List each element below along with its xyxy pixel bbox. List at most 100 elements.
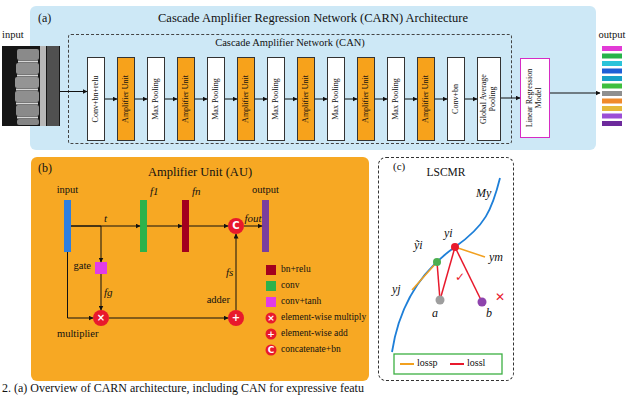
operator-symbol: + [267, 330, 275, 339]
legend-line [400, 363, 414, 365]
feature-bar: f1 [140, 200, 147, 252]
edge-label: fout [245, 212, 262, 225]
legend-text: conv+tanh [281, 296, 321, 307]
loss-l-line [437, 262, 440, 300]
legend-text: lossp [417, 357, 438, 369]
layer-label: Global Average Pooling [480, 61, 498, 137]
connector [375, 99, 387, 100]
layer-label: Max Pooling [152, 61, 161, 137]
loss-l-line [455, 247, 482, 302]
vertebra [16, 105, 39, 116]
legend-circle [266, 313, 277, 324]
layer-box: Conv+bn+relu [87, 57, 105, 141]
layer-label: Amplifier Unit [122, 61, 131, 137]
layer-label: Max Pooling [272, 61, 281, 137]
connector [101, 274, 102, 310]
legend-swatch [266, 281, 276, 291]
legend-line [450, 363, 464, 365]
legend-circle [266, 329, 277, 340]
operator-symbol: × [93, 310, 109, 326]
legend-text: element-wise add [281, 328, 348, 339]
layer-label: Amplifier Unit [242, 61, 251, 137]
output-bar [602, 84, 622, 89]
legend-text: conv [281, 280, 299, 291]
point-label: a [432, 306, 438, 320]
output-bar [602, 114, 622, 119]
loss-legend-box [394, 354, 502, 374]
connector [165, 99, 177, 100]
connector [236, 234, 237, 310]
legend-swatch [266, 265, 276, 275]
output-bar [602, 61, 622, 66]
vertebra [16, 63, 39, 74]
check-mark: ✓ [455, 270, 465, 284]
connector [465, 99, 477, 100]
layer-box: Max Pooling [327, 57, 345, 141]
operator-symbol: C [228, 218, 244, 234]
amplifier-unit-box: Amplifier Unit [117, 57, 135, 141]
point-dot [433, 258, 441, 266]
connector [285, 99, 297, 100]
point-dot [478, 298, 487, 307]
mri-image [2, 46, 60, 126]
point-label: b [486, 306, 492, 320]
gate-square: gate [95, 262, 107, 274]
layer-box: Max Pooling [207, 57, 225, 141]
layer-label: Linear Regression Model [526, 62, 544, 134]
group-title: Cascade Amplifier Network (CAN) [69, 37, 511, 50]
point-label: yi [444, 226, 453, 240]
output-bar [602, 99, 622, 104]
layer-label: Amplifier Unit [362, 61, 371, 137]
curve-label: My [476, 186, 491, 200]
layer-box: Max Pooling [147, 57, 165, 141]
panel-tag: (a) [38, 11, 51, 25]
point-label: yj [392, 282, 401, 296]
bar-label: f1 [150, 185, 159, 198]
point-label: ym [489, 250, 503, 264]
layer-label: Amplifier Unit [302, 61, 311, 137]
bar-label: output [242, 184, 289, 197]
bar-label: fn [192, 185, 201, 198]
disc [17, 75, 38, 77]
vertebra [17, 119, 39, 125]
figure-caption: 2. (a) Overview of CARN architecture, in… [2, 381, 364, 395]
operator-symbol: + [228, 310, 244, 326]
connector [435, 99, 447, 100]
edge-label: fs [226, 266, 233, 279]
panel-title: LSCMR [379, 166, 513, 180]
layer-box: Max Pooling [267, 57, 285, 141]
edge-label: t [104, 212, 107, 225]
connector [68, 252, 94, 318]
legend-text: lossl [467, 357, 485, 369]
legend-swatch [266, 297, 276, 307]
output-bar [602, 54, 622, 59]
add-circle: +adder [228, 310, 244, 326]
cross-mark: ✕ [495, 290, 505, 304]
point-dot [451, 243, 459, 251]
operator-symbol: C [268, 346, 275, 355]
loss-l-line [440, 247, 455, 300]
layer-box: Global Average Pooling [477, 57, 501, 141]
connector [71, 226, 101, 262]
connector [345, 99, 357, 100]
spinal-canal [40, 46, 46, 126]
feature-bar: fn [182, 200, 189, 252]
regression-box: Linear Regression Model [520, 58, 550, 138]
connector [550, 93, 600, 94]
legend-text: concatenate+bn [281, 344, 341, 355]
multiply-circle: ×multiplier [93, 310, 109, 326]
connector [255, 99, 267, 100]
amplifier-unit-box: Amplifier Unit [297, 57, 315, 141]
point-dot [436, 296, 445, 305]
disc [18, 61, 38, 63]
disc [16, 103, 38, 105]
edge-label: fg [104, 286, 113, 299]
layer-box: Conv+bn [447, 57, 465, 141]
output-bar [602, 121, 622, 126]
operator-label: adder [207, 294, 230, 307]
connector [244, 226, 262, 227]
panel-tag: (c) [393, 160, 405, 173]
connector [135, 99, 147, 100]
panel-title: Cascade Amplifier Regression Network (CA… [30, 11, 596, 26]
amplifier-unit-box: Amplifier Unit [177, 57, 195, 141]
